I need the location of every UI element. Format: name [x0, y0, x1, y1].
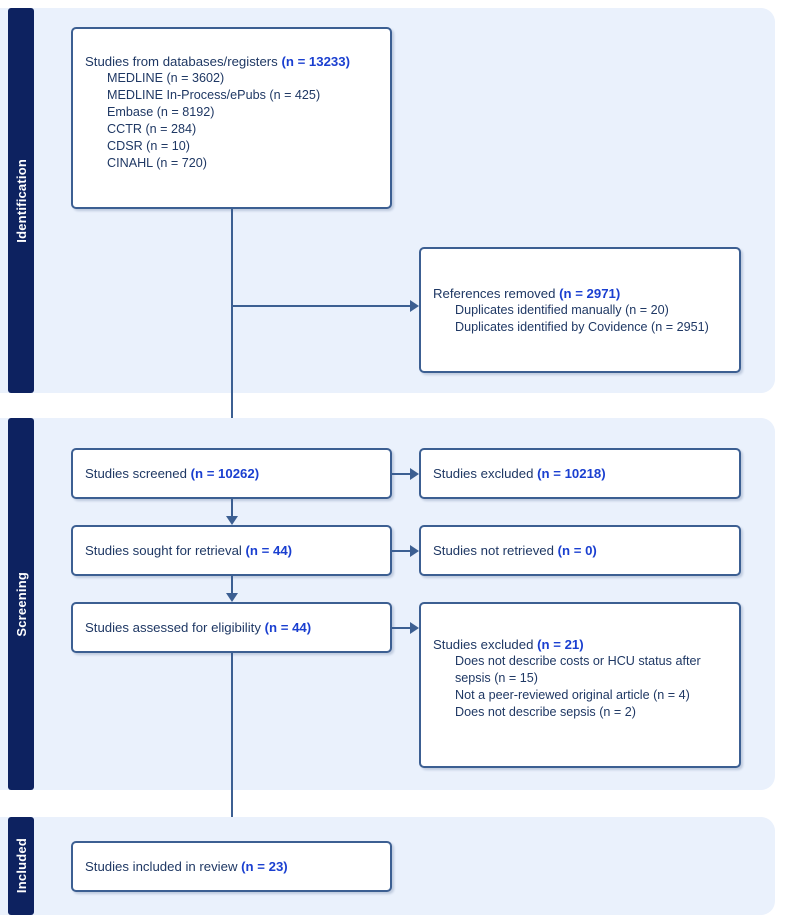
- box-studies-screened-title: Studies screened (n = 10262): [85, 466, 260, 481]
- box-studies-excluded-eligibility-item: Not a peer-reviewed original article (n …: [455, 688, 690, 702]
- box-studies-screened-count: (n = 10262): [190, 466, 260, 481]
- box-databases-item: CCTR (n = 284): [107, 122, 197, 136]
- box-databases-item: CDSR (n = 10): [107, 139, 190, 153]
- box-databases-item: MEDLINE (n = 3602): [107, 71, 225, 85]
- box-references-removed-title: References removed (n = 2971): [433, 286, 621, 301]
- stage-label-screening: Screening: [13, 571, 29, 637]
- box-included-in-review-title: Studies included in review (n = 23): [85, 859, 288, 874]
- box-sought-retrieval: Studies sought for retrieval (n = 44): [71, 525, 392, 576]
- connector-screened-to-excluded: [392, 473, 411, 475]
- stage-bar-screening: Screening: [8, 418, 34, 790]
- box-databases-count: (n = 13233): [281, 54, 350, 69]
- box-studies-screened: Studies screened (n = 10262): [71, 448, 392, 499]
- arrow-sought-to-assessed: [226, 593, 238, 602]
- connector-to-references-removed: [231, 305, 410, 307]
- box-studies-excluded-screened-count: (n = 10218): [537, 466, 606, 481]
- arrow-screened-to-sought: [226, 516, 238, 525]
- box-not-retrieved-title: Studies not retrieved (n = 0): [433, 543, 597, 558]
- box-included-in-review: Studies included in review (n = 23): [71, 841, 392, 892]
- box-sought-retrieval-title: Studies sought for retrieval (n = 44): [85, 543, 293, 558]
- connector-screened-to-sought: [231, 499, 233, 516]
- arrow-to-references-removed: [410, 300, 419, 312]
- box-studies-excluded-eligibility-count: (n = 21): [537, 637, 584, 652]
- box-included-in-review-count: (n = 23): [241, 859, 288, 874]
- arrow-sought-to-not-retrieved: [410, 545, 419, 557]
- box-references-removed-count: (n = 2971): [559, 286, 621, 301]
- box-studies-excluded-screened-title: Studies excluded (n = 10218): [433, 466, 606, 481]
- connector-assessed-to-excluded: [392, 627, 411, 629]
- box-databases-item: Embase (n = 8192): [107, 105, 215, 119]
- box-assessed-eligibility-count: (n = 44): [264, 620, 312, 635]
- box-databases-item: CINAHL (n = 720): [107, 156, 207, 170]
- box-references-removed-item: Duplicates identified manually (n = 20): [455, 303, 669, 317]
- box-studies-excluded-screened: Studies excluded (n = 10218): [419, 448, 741, 499]
- box-databases-registers: Studies from databases/registers (n = 13…: [71, 27, 392, 209]
- arrow-screened-to-excluded: [410, 468, 419, 480]
- box-studies-excluded-eligibility-title: Studies excluded (n = 21): [433, 637, 584, 652]
- connector-sought-to-assessed: [231, 576, 233, 593]
- box-studies-excluded-eligibility: Studies excluded (n = 21) Does not descr…: [419, 602, 741, 768]
- connector-sought-to-not-retrieved: [392, 550, 411, 552]
- box-references-removed: References removed (n = 2971) Duplicates…: [419, 247, 741, 373]
- box-assessed-eligibility-title: Studies assessed for eligibility (n = 44…: [85, 620, 312, 635]
- box-assessed-eligibility: Studies assessed for eligibility (n = 44…: [71, 602, 392, 653]
- box-studies-excluded-eligibility-item: Does not describe sepsis (n = 2): [455, 705, 636, 719]
- connector-trunk-identification: [231, 209, 233, 448]
- box-sought-retrieval-count: (n = 44): [245, 543, 293, 558]
- box-not-retrieved-count: (n = 0): [557, 543, 597, 558]
- box-databases-title: Studies from databases/registers (n = 13…: [85, 54, 350, 69]
- box-references-removed-item: Duplicates identified by Covidence (n = …: [455, 320, 709, 334]
- box-not-retrieved: Studies not retrieved (n = 0): [419, 525, 741, 576]
- stage-bar-identification: Identification: [8, 8, 34, 393]
- box-studies-excluded-eligibility-item: Does not describe costs or HCU status af…: [455, 654, 701, 685]
- arrow-assessed-to-excluded: [410, 622, 419, 634]
- stage-label-included: Included: [13, 838, 29, 894]
- box-databases-item: MEDLINE In-Process/ePubs (n = 425): [107, 88, 321, 102]
- connector-assessed-to-included: [231, 653, 233, 832]
- stage-bar-included: Included: [8, 817, 34, 915]
- stage-label-identification: Identification: [13, 158, 29, 243]
